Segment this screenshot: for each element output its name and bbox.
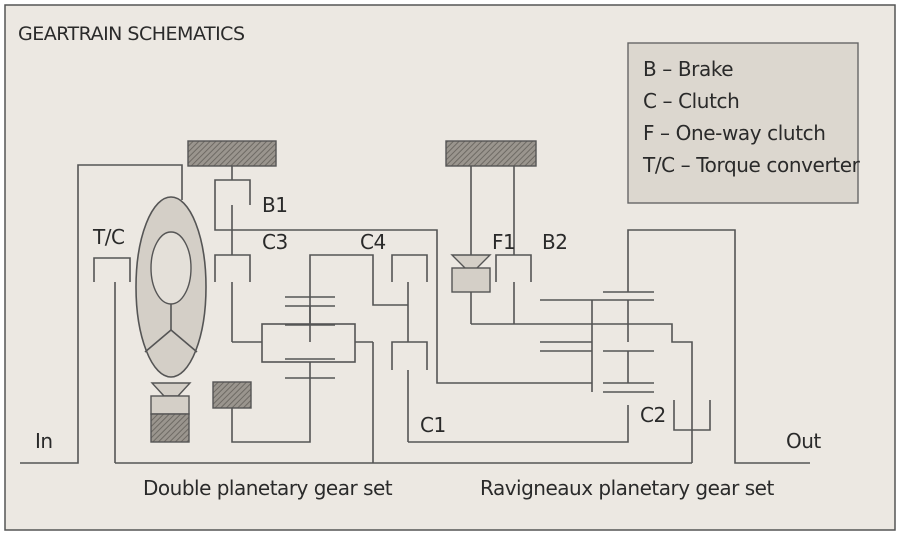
clutch-c4 xyxy=(391,254,428,370)
b1-housing xyxy=(187,140,277,167)
label-c2: C2 xyxy=(640,403,666,427)
f1-housing xyxy=(445,140,537,167)
legend-item-one-way-clutch: F – One-way clutch xyxy=(643,121,826,145)
label-c3: C3 xyxy=(262,230,288,254)
input-shaft xyxy=(20,164,183,464)
clutch-c2 xyxy=(673,400,711,463)
legend-item-brake: B – Brake xyxy=(643,57,733,81)
legend-item-torque-converter: T/C – Torque converter xyxy=(642,153,861,177)
lower-brake-housing xyxy=(212,381,252,409)
label-f1: F1 xyxy=(492,230,515,254)
label-c1: C1 xyxy=(420,413,446,437)
brake-b2 xyxy=(471,166,592,325)
label-out: Out xyxy=(786,429,821,453)
clutch-c3 xyxy=(214,205,262,343)
label-tc: T/C xyxy=(92,225,124,249)
diagram-title: GEARTRAIN SCHEMATICS xyxy=(18,23,245,45)
intermediate-shaft xyxy=(115,370,692,464)
stator-housing xyxy=(150,413,190,443)
brake-b1 xyxy=(187,140,277,231)
legend-item-clutch: C – Clutch xyxy=(643,89,739,113)
label-b1: B1 xyxy=(262,193,287,217)
caption-double-planetary: Double planetary gear set xyxy=(143,476,393,500)
one-way-clutch-f1 xyxy=(445,140,537,324)
caption-ravigneaux: Ravigneaux planetary gear set xyxy=(480,476,774,500)
ravigneaux-planetary-gear-set xyxy=(540,229,810,464)
double-planetary-gear-set xyxy=(212,254,408,443)
label-in: In xyxy=(35,429,53,453)
torque-converter xyxy=(93,196,207,463)
clutch-c1 xyxy=(407,370,629,443)
label-c4: C4 xyxy=(360,230,386,254)
legend: B – Brake C – Clutch F – One-way clutch … xyxy=(627,42,861,204)
label-b2: B2 xyxy=(542,230,567,254)
